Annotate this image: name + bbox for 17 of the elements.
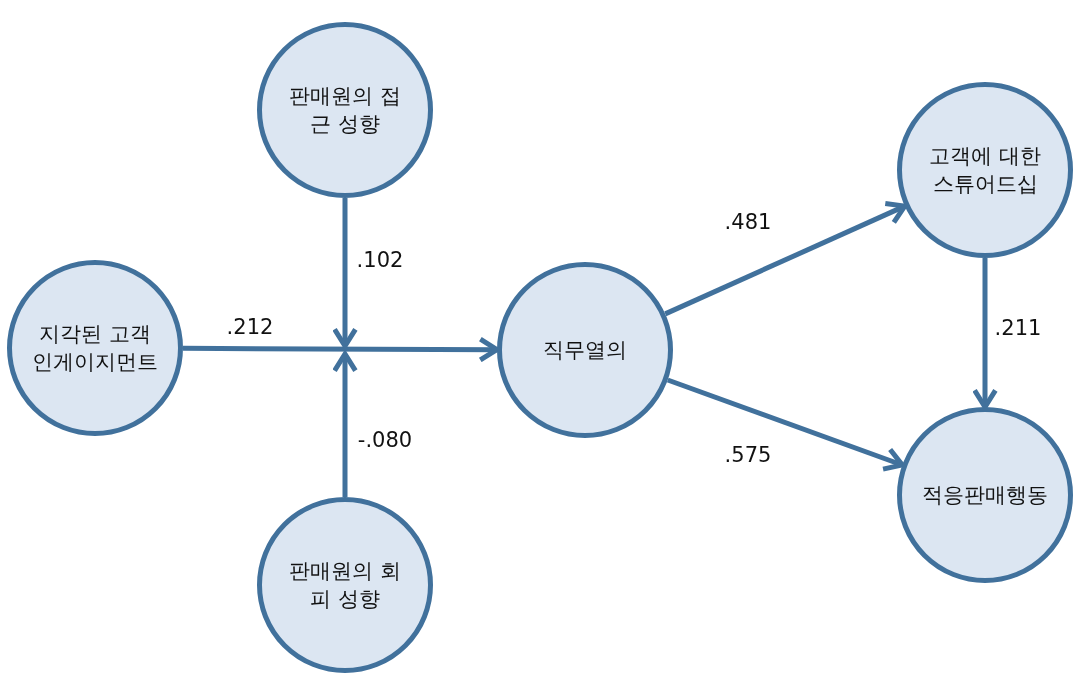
path-arrow <box>972 258 998 410</box>
path-arrow <box>666 377 905 472</box>
path-arrow <box>332 351 358 497</box>
path-coefficient: -.080 <box>357 428 413 452</box>
path-coefficient: .575 <box>724 443 772 467</box>
path-arrow <box>664 200 908 317</box>
construct-label: 지각된 고객 인게이지먼트 <box>31 320 159 376</box>
construct-label: 직무열의 <box>542 336 628 364</box>
path-coefficient: .102 <box>356 248 404 272</box>
path-coefficient: .211 <box>994 316 1042 340</box>
path-arrow <box>332 198 358 349</box>
construct-label: 판매원의 접근 성향 <box>288 82 402 138</box>
path-coefficient: .481 <box>724 210 772 234</box>
construct-label: 고객에 대한 스튜어드십 <box>928 142 1042 198</box>
path-coefficient: .212 <box>226 315 274 339</box>
construct-label: 판매원의 회피 성향 <box>288 557 402 613</box>
construct-label: 적응판매행동 <box>921 481 1049 509</box>
